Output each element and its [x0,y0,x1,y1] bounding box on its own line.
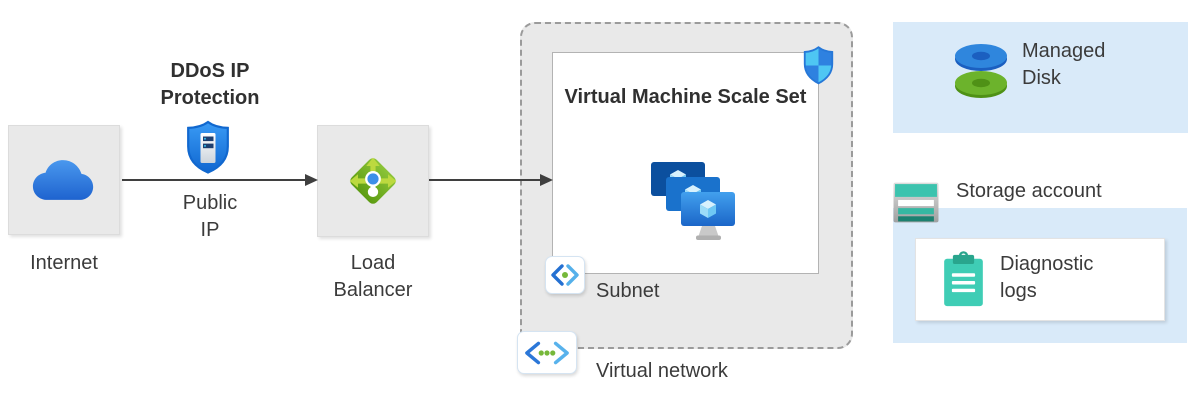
public-ip-label: Public IP [182,192,238,241]
managed-disk-label: Managed Disk [1022,40,1106,89]
diagnostic-logs-clipboard-icon [941,251,986,314]
arrow-lb-to-vmss [429,179,541,181]
security-shield-icon [803,46,834,90]
arrow-lb-to-vmss-head [540,174,553,186]
ddos-protection-title: DDoS IP Protection [160,60,260,109]
managed-disk-icon [953,40,1009,107]
load-balancer-node [317,125,429,237]
vmss-title: Virtual Machine Scale Set [564,86,807,108]
internet-node [8,125,120,235]
vm-scale-set-icon [649,160,741,247]
arrow-internet-to-lb-head [305,174,318,186]
subnet-icon [545,256,585,294]
arrow-internet-to-lb [122,179,306,181]
virtual-network-label: Virtual network [596,360,728,382]
managed-disk-panel [893,22,1188,133]
subnet-label: Subnet [596,280,660,302]
internet-label: Internet [30,252,98,274]
cloud-icon [32,159,94,200]
diagnostic-logs-label: Diagnostic logs [1000,253,1094,302]
load-balancer-icon [349,157,397,204]
storage-account-icon [893,182,939,228]
virtual-network-icon [517,331,577,374]
load-balancer-label: Load Balancer [333,252,413,301]
storage-account-label: Storage account [956,180,1102,202]
ddos-protection-shield-icon [185,120,231,181]
